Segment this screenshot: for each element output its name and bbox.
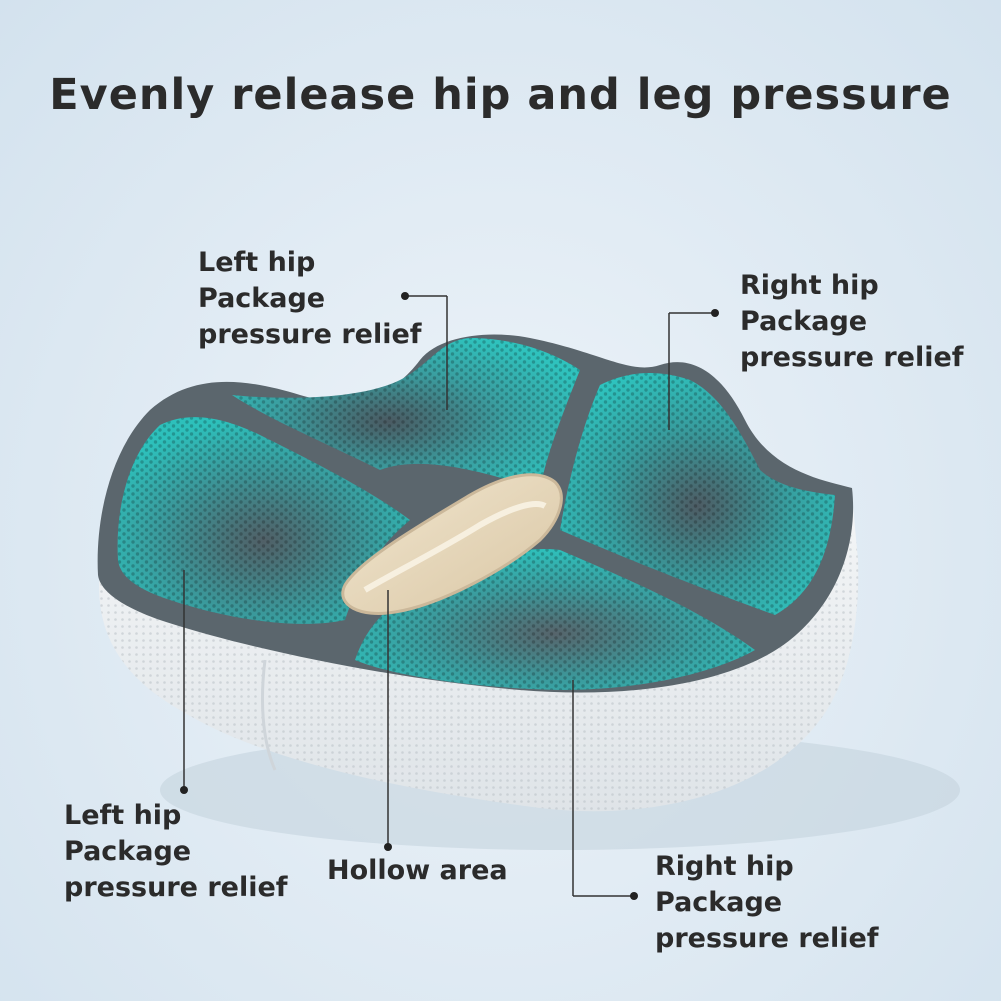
label-right-hip-top: Right hip Package pressure relief [740,270,964,373]
label-left-hip-top: Left hip Package pressure relief [198,247,422,350]
callout-dot-bottom-right [630,892,638,900]
callout-dot-top-left [401,292,409,300]
callout-dot-top-right [711,309,719,317]
callout-dot-hollow [384,843,392,851]
label-left-hip-bottom: Left hip Package pressure relief [64,800,288,903]
callout-top-left [405,295,448,410]
page-title: Evenly release hip and leg pressure [49,70,952,120]
callout-top-right [668,312,715,430]
callout-dot-bottom-left [180,786,188,794]
label-hollow-area: Hollow area [327,855,508,886]
label-right-hip-bottom: Right hip Package pressure relief [655,851,879,954]
callout-bottom-right [572,680,634,897]
